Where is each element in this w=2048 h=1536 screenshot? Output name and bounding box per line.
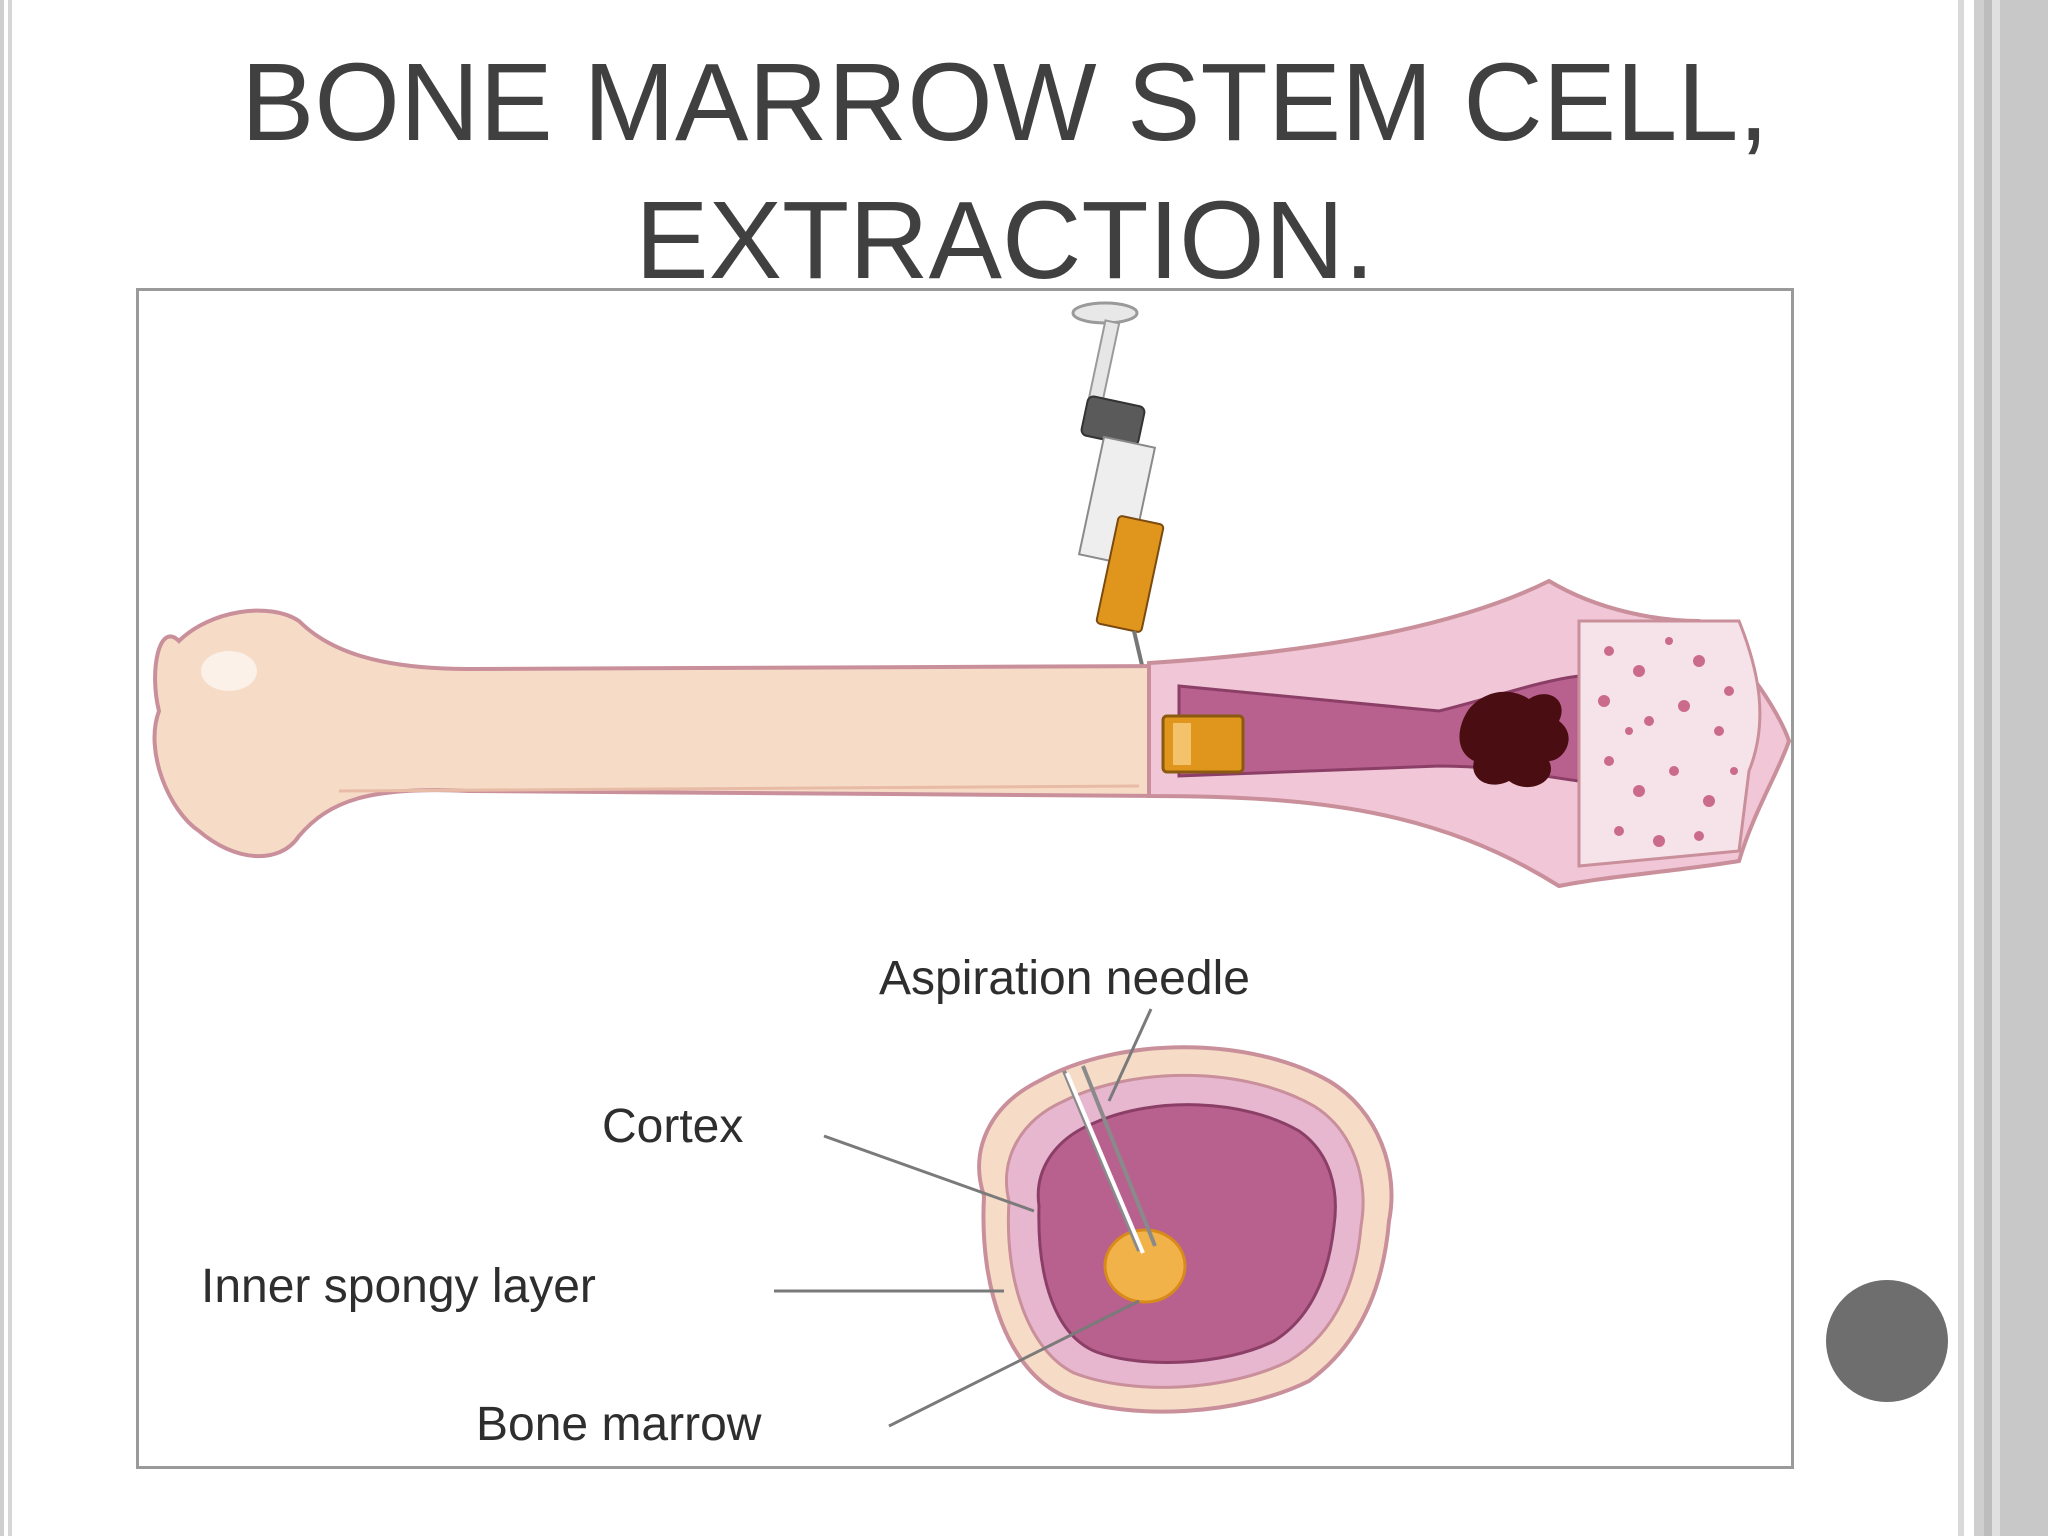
slide-title: BONE MARROW STEM CELL, EXTRACTION. [150,34,1860,310]
title-line-2: EXTRACTION. [635,179,1375,302]
label-inner-spongy-layer: Inner spongy layer [201,1260,596,1313]
label-bone-marrow: Bone marrow [476,1398,762,1451]
bone-cross-section [977,1045,1394,1414]
label-aspiration-needle: Aspiration needle [879,952,1250,1005]
syringe-icon [1071,301,1165,722]
slide-right-border [1958,0,2048,1536]
label-leader-lines [774,1008,1153,1428]
long-bone [152,578,1791,889]
bone-marrow-diagram: Aspiration needle Cortex Inner spongy la… [136,288,1794,1469]
slide-marker-dot [1826,1280,1948,1402]
label-cortex: Cortex [602,1100,744,1153]
diagram-illustration [152,301,1791,1428]
title-line-1: BONE MARROW STEM CELL, [241,41,1769,164]
slide-left-border [0,0,18,1536]
